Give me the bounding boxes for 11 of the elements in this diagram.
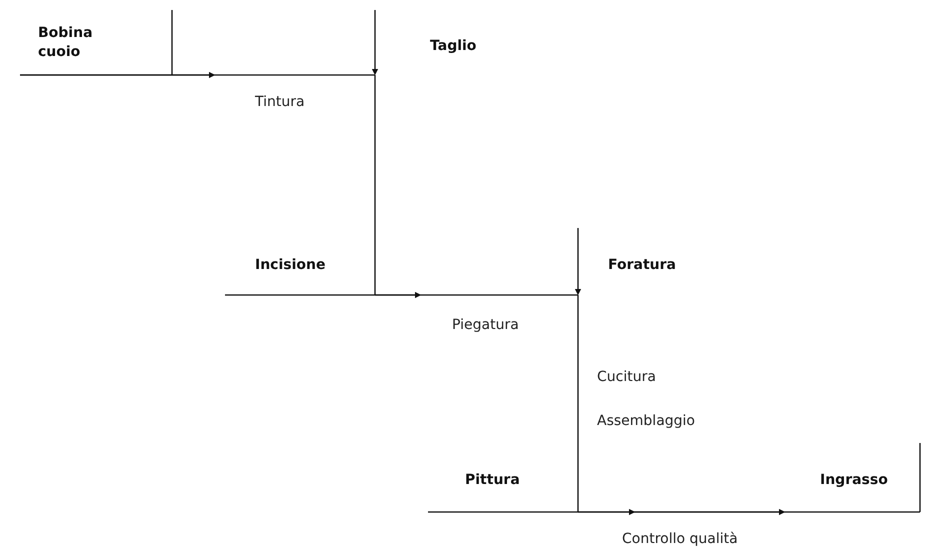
- step-label: Piegatura: [452, 316, 519, 335]
- step-label: Controllo qualità: [622, 530, 738, 549]
- step-label: Tintura: [255, 93, 305, 112]
- stream-label: Pittura: [465, 471, 520, 490]
- step-label: Cucitura: [597, 368, 656, 387]
- stream-label: Foratura: [608, 256, 676, 275]
- stream-label: Incisione: [255, 256, 326, 275]
- stream-label: Bobina cuoio: [38, 24, 94, 62]
- stream-label: Taglio: [430, 37, 476, 56]
- step-label: Assemblaggio: [597, 412, 695, 431]
- stream-label: Ingrasso: [820, 471, 888, 490]
